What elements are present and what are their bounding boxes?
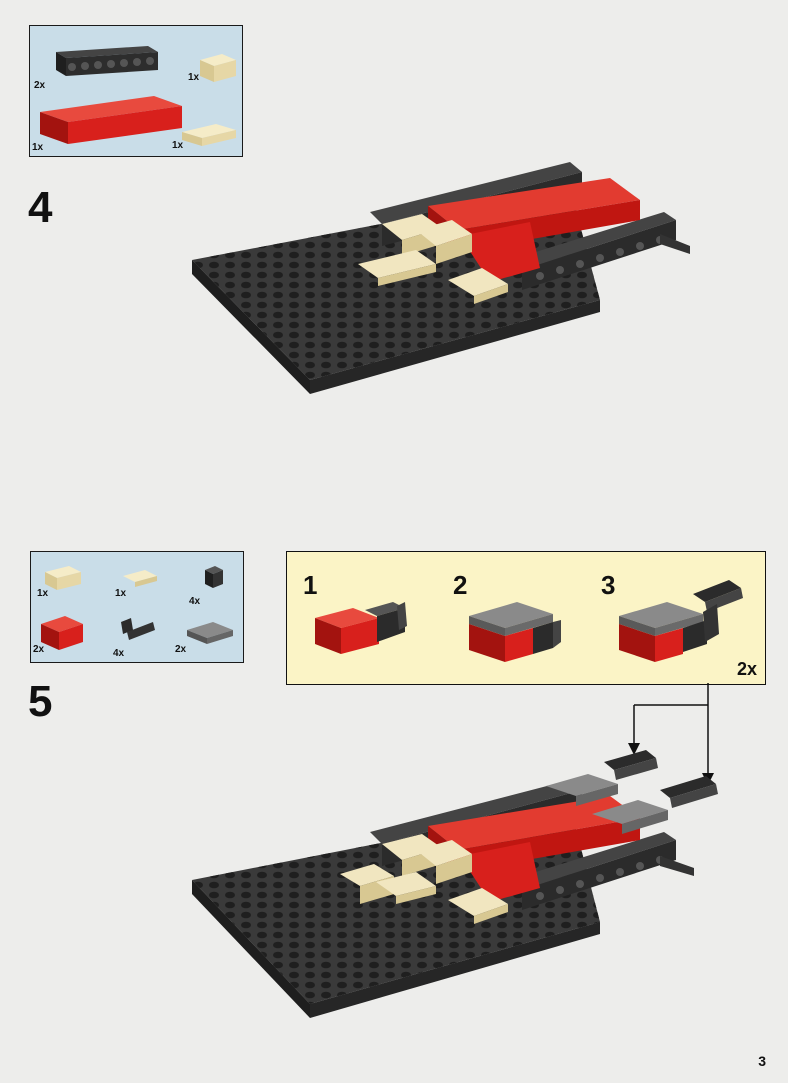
part-qty: 1x bbox=[32, 142, 44, 153]
black-1x8-brick bbox=[510, 212, 676, 270]
step-number: 4 bbox=[28, 183, 53, 232]
part-qty: 4x bbox=[189, 596, 201, 607]
black-clip-plate bbox=[660, 776, 716, 798]
gray-2x2-plate bbox=[592, 800, 668, 824]
tan-2x3-plate bbox=[358, 250, 436, 278]
black-1x8-brick-icon bbox=[56, 46, 158, 76]
tan-1x2-plate bbox=[448, 888, 508, 916]
tan-1x2-plate bbox=[448, 268, 508, 296]
tan-1x2-brick-icon bbox=[45, 566, 81, 590]
black-1x8-brick bbox=[370, 162, 582, 224]
step4-model-illustration bbox=[192, 162, 690, 394]
gray-2x2-plate bbox=[546, 774, 618, 796]
part-qty: 2x bbox=[175, 644, 187, 655]
part-qty: 1x bbox=[172, 140, 184, 151]
black-clip-plate bbox=[604, 750, 656, 770]
substep-number: 1 bbox=[303, 570, 318, 600]
tan-2x2-brick bbox=[382, 834, 442, 860]
part-qty: 2x bbox=[33, 644, 45, 655]
red-2x8-brick bbox=[428, 178, 640, 230]
tan-2x2-brick bbox=[416, 220, 472, 246]
tan-2x3-plate-icon bbox=[182, 124, 236, 146]
substep-2-illustration bbox=[469, 602, 561, 662]
black-1x1-clip-brick-icon bbox=[205, 566, 223, 588]
tan-2x3-plate bbox=[376, 872, 436, 896]
red-2x2-brick-icon bbox=[41, 616, 83, 650]
callout-arrows bbox=[628, 683, 714, 785]
step-number: 5 bbox=[28, 677, 53, 726]
tan-2x2-brick bbox=[416, 840, 472, 866]
tan-2x2-brick-icon bbox=[200, 54, 236, 82]
step5-parts-box: 1x 1x 4x 2x 4x 2x bbox=[30, 551, 244, 663]
substeps-box: 1 2 3 2x bbox=[286, 551, 766, 685]
part-qty: 1x bbox=[115, 588, 127, 599]
red-2x8-brick-icon bbox=[40, 96, 182, 144]
part-qty: 1x bbox=[188, 72, 200, 83]
part-qty: 2x bbox=[34, 80, 46, 91]
substep-number: 3 bbox=[601, 570, 616, 600]
submodel-quantity: 2x bbox=[736, 659, 757, 679]
arrow-head-icon bbox=[628, 743, 640, 755]
black-clip-plate-icon bbox=[121, 618, 155, 640]
part-qty: 4x bbox=[113, 648, 125, 659]
step4-parts-box: 2x 1x 1x 1x bbox=[29, 25, 243, 157]
page-number: 3 bbox=[758, 1053, 766, 1069]
substep-1-illustration bbox=[315, 602, 407, 654]
part-qty: 1x bbox=[37, 588, 49, 599]
substep-3-illustration bbox=[619, 580, 743, 662]
gray-2x2-plate-icon bbox=[187, 622, 233, 644]
tan-1x2-plate-icon bbox=[123, 570, 157, 587]
tan-2x2-brick bbox=[382, 214, 442, 240]
step5-model-illustration bbox=[192, 750, 718, 1018]
tan-1x2-brick bbox=[340, 864, 394, 886]
substep-number: 2 bbox=[453, 570, 468, 600]
red-2x8-brick bbox=[428, 796, 640, 850]
